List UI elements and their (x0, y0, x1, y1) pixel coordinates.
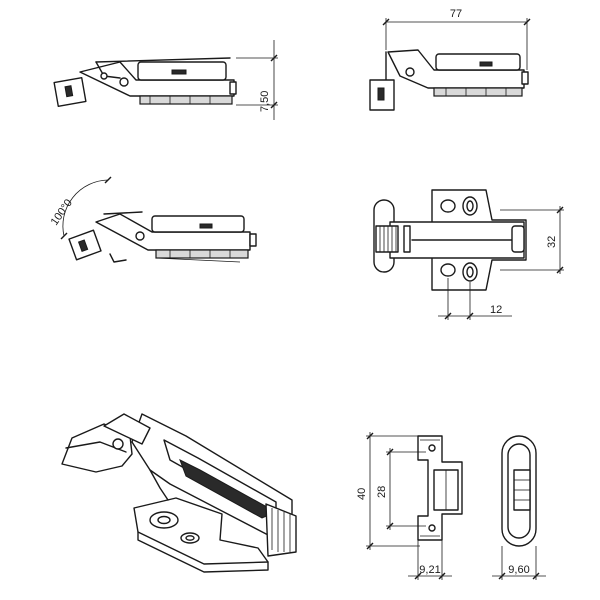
mounting-plate-view (417, 435, 463, 541)
dimension-label-7-50: 7,50 (259, 91, 271, 112)
dimension-label-32: 32 (546, 236, 558, 248)
dimension-label-77: 77 (450, 8, 462, 20)
dimension-width-cup: 9,60 (492, 546, 546, 580)
dimension-length-top: 77 (382, 8, 531, 70)
dimension-label-12: 12 (490, 304, 502, 316)
isometric-view (61, 413, 297, 573)
dimension-label-9-21: 9,21 (419, 564, 440, 576)
dimension-opening-angle: 100°0 (49, 176, 112, 240)
dimension-label-9-60: 9,60 (508, 564, 529, 576)
dimension-label-100-deg: 100°0 (49, 197, 75, 228)
dimension-width-plan: 32 (500, 206, 564, 274)
side-view-closed (53, 57, 237, 107)
side-view-top-right (369, 49, 529, 111)
dimension-label-28: 28 (376, 486, 388, 498)
dimension-depth-plate: 9,21 (408, 540, 452, 580)
dimension-height-closed: 7,50 (236, 40, 278, 120)
plan-view (373, 189, 527, 291)
dimension-label-40: 40 (356, 488, 368, 500)
cup-end-view (501, 435, 537, 547)
dimension-height-inner: 28 (376, 448, 426, 530)
dimension-height-outer: 40 (356, 432, 420, 550)
dimension-offset-plan: 12 (438, 278, 512, 320)
side-view-open (68, 211, 257, 263)
